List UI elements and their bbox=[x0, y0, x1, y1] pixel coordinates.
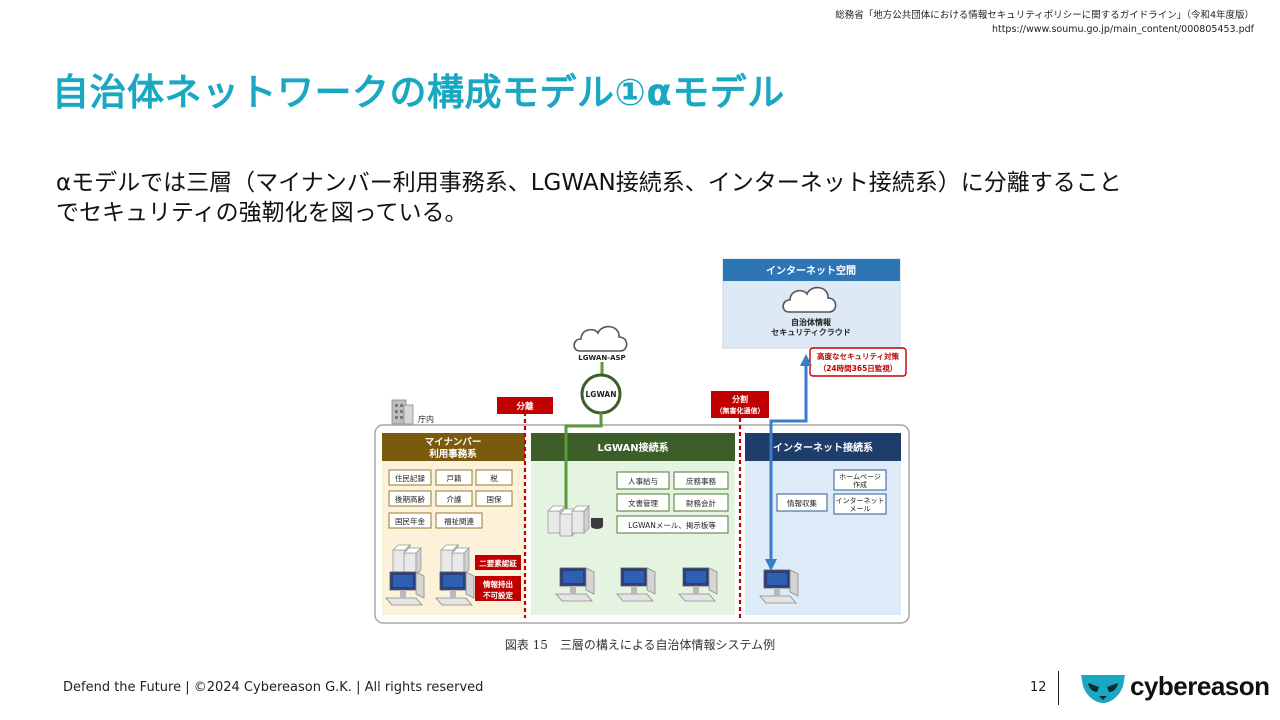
page-title: 自治体ネットワークの構成モデル①αモデル bbox=[52, 71, 785, 114]
task-label: 情報収集 bbox=[787, 498, 817, 508]
server-icon bbox=[403, 547, 422, 576]
storage-body bbox=[591, 518, 603, 526]
task-label: 戸籍 bbox=[447, 473, 462, 483]
two-factor-text: 二要素認証 bbox=[479, 558, 517, 568]
task-box bbox=[435, 490, 473, 507]
task-label: 税 bbox=[490, 473, 498, 483]
brand-name: cybereason bbox=[1130, 671, 1270, 701]
security-note-line2: （24時間365日監視） bbox=[819, 363, 898, 373]
task-label: 国民年金 bbox=[395, 516, 425, 526]
lgwan-link bbox=[564, 413, 603, 510]
task-label: 介護 bbox=[447, 494, 462, 504]
body-line-1: αモデルでは三層（マイナンバー利用事務系、LGWAN接続系、インターネット接続系… bbox=[56, 170, 1122, 196]
task-box bbox=[673, 471, 729, 490]
footer-copyright: Defend the Future | ©2024 Cybereason G.K… bbox=[63, 680, 484, 695]
task-box bbox=[435, 512, 483, 529]
body-line-2: でセキュリティの強靭化を図っている。 bbox=[56, 200, 468, 226]
task-box bbox=[616, 515, 729, 534]
source-citation: 総務省「地方公共団体における情報セキュリティポリシーに関するガイドライン」（令和… bbox=[835, 9, 1254, 37]
figure-caption: 図表 15 三層の構えによる自治体情報システム例 bbox=[504, 638, 776, 652]
internet-space-label: インターネット空間 bbox=[766, 264, 856, 277]
task-label: 人事給与 bbox=[628, 476, 658, 486]
task-label: 後期高齢 bbox=[395, 494, 425, 504]
mynumber-header-line1: マイナンバー bbox=[425, 436, 482, 448]
two-factor-badge bbox=[475, 555, 521, 570]
task-box bbox=[475, 490, 513, 507]
task-box bbox=[833, 493, 887, 515]
source-url[interactable]: https://www.soumu.go.jp/main_content/000… bbox=[991, 24, 1254, 35]
split-label-2-line2: （無害化通信） bbox=[716, 406, 765, 415]
task-box bbox=[833, 469, 887, 491]
split-label-2 bbox=[711, 391, 769, 418]
lgwan-asp-label: LGWAN-ASP bbox=[578, 354, 625, 362]
mynumber-header bbox=[382, 433, 525, 461]
task-label: 国保 bbox=[487, 495, 502, 504]
task-label: 福祉関連 bbox=[444, 516, 474, 526]
footer-divider bbox=[1058, 671, 1059, 705]
cybereason-logo-icon bbox=[1081, 675, 1125, 703]
split-label-1 bbox=[497, 397, 553, 414]
office-building-icon bbox=[391, 399, 414, 425]
task-box bbox=[388, 469, 432, 486]
split-label-1-text: 分離 bbox=[516, 401, 534, 412]
security-cloud-line1: 自治体情報 bbox=[791, 317, 832, 327]
task-label: 住民記録 bbox=[395, 473, 425, 483]
security-note-line1: 高度なセキュリティ対策 bbox=[817, 351, 900, 361]
lgwan-zone-label: LGWAN接続系 bbox=[597, 441, 668, 454]
task-label: 庶務事務 bbox=[686, 476, 716, 486]
server-icon bbox=[451, 547, 470, 576]
task-box bbox=[475, 469, 513, 486]
internet-uplink-arrow bbox=[765, 354, 812, 571]
task-box bbox=[616, 471, 670, 490]
lgwan-label: LGWAN bbox=[586, 390, 617, 399]
task-box bbox=[435, 469, 473, 486]
task-box bbox=[388, 490, 432, 507]
task-label: メール bbox=[850, 505, 871, 513]
mynumber-task-list: 住民記録 戸籍 税 後期高齢 介護 国保 国民年金 福祉関連 bbox=[388, 469, 513, 529]
mynumber-header-line2: 利用事務系 bbox=[428, 448, 477, 460]
task-label: インターネット bbox=[836, 496, 885, 505]
task-label: 文書管理 bbox=[628, 498, 658, 508]
data-export-line2: 不可設定 bbox=[483, 590, 513, 600]
task-box bbox=[616, 493, 670, 512]
page-number: 12 bbox=[1030, 680, 1047, 695]
office-label: 庁内 bbox=[418, 414, 434, 424]
task-label: LGWANメール、掲示板等 bbox=[628, 520, 716, 530]
internet-space-header bbox=[723, 259, 900, 281]
data-export-badge bbox=[475, 576, 521, 601]
split-label-2-line1: 分割 bbox=[732, 394, 748, 404]
task-box bbox=[776, 493, 828, 512]
task-label: 財務会計 bbox=[686, 498, 716, 508]
lgwan-asp-cloud-icon bbox=[573, 325, 628, 352]
security-cloud-line2: セキュリティクラウド bbox=[771, 327, 851, 337]
source-title: 総務省「地方公共団体における情報セキュリティポリシーに関するガイドライン」（令和… bbox=[835, 10, 1254, 21]
task-box bbox=[388, 512, 432, 529]
task-label: 作成 bbox=[853, 480, 867, 489]
data-export-line1: 情報持出 bbox=[482, 579, 513, 589]
task-box bbox=[673, 493, 729, 512]
server-icon bbox=[571, 505, 590, 534]
internet-zone-label: インターネット接続系 bbox=[773, 441, 873, 454]
body-text: αモデルでは三層（マイナンバー利用事務系、LGWAN接続系、インターネット接続系… bbox=[56, 168, 1236, 228]
task-label: ホームページ bbox=[839, 473, 881, 481]
